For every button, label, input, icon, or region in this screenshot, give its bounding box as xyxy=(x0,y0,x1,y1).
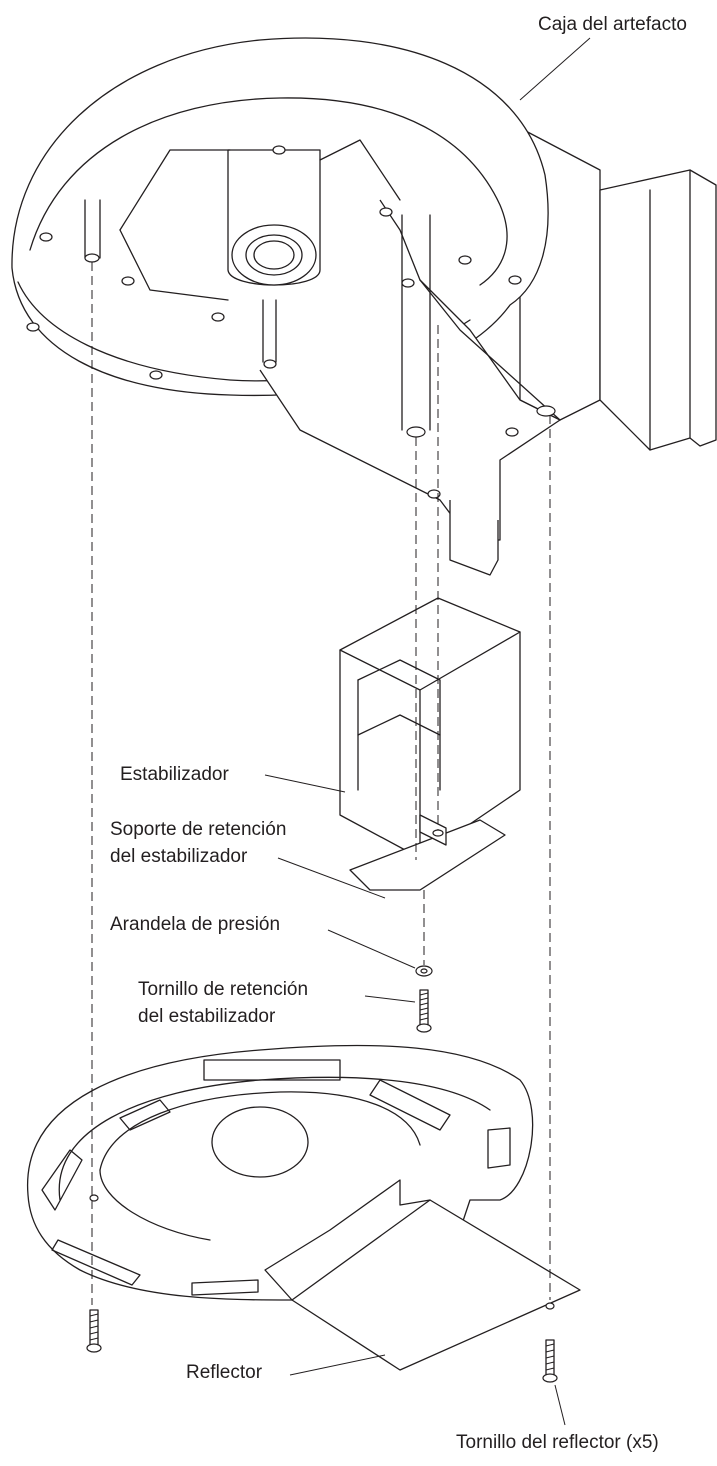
reflector-screw-left xyxy=(86,1309,102,1353)
label-housing: Caja del artefacto xyxy=(538,14,687,35)
leader-housing xyxy=(519,37,591,101)
label-bracket-line1: Soporte de retención xyxy=(110,819,286,840)
leader-reflector xyxy=(289,1354,386,1376)
ballast xyxy=(339,597,521,859)
label-reflector: Reflector xyxy=(186,1362,263,1383)
reflector-screw-right xyxy=(542,1339,558,1383)
ballast-retention-screw xyxy=(416,989,432,1033)
leader-lock-washer xyxy=(327,929,416,969)
leader-reflector-screw xyxy=(554,1384,566,1426)
leader-bracket xyxy=(277,857,386,899)
leader-ballast xyxy=(264,774,346,793)
label-bracket-line2: del estabilizador xyxy=(110,846,248,867)
leader-ballast-screw xyxy=(364,995,416,1003)
label-ballast: Estabilizador xyxy=(120,764,229,785)
reflector xyxy=(27,1044,581,1371)
alignment-lines xyxy=(91,262,551,1305)
lock-washer xyxy=(415,965,433,977)
label-ballast-screw-line1: Tornillo de retención xyxy=(138,979,308,1000)
fixture-housing xyxy=(11,37,717,576)
label-ballast-screw-line2: del estabilizador xyxy=(138,1006,276,1027)
ballast-retention-bracket xyxy=(349,814,506,891)
label-reflector-screw: Tornillo del reflector (x5) xyxy=(456,1432,659,1453)
label-lock-washer: Arandela de presión xyxy=(110,914,280,935)
